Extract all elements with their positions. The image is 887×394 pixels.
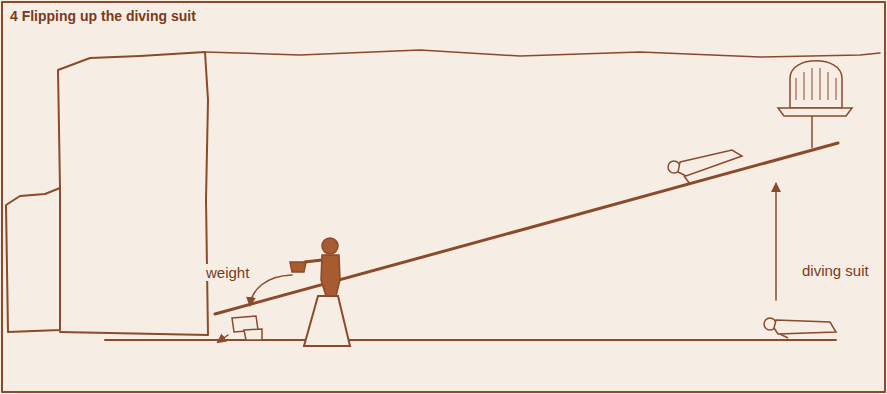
part-label: weight	[204, 264, 251, 281]
diving-suit-lifted	[668, 150, 742, 184]
pour-arrow	[250, 275, 292, 305]
ice-cliff	[58, 52, 208, 335]
figure-title: 4 Flipping up the diving suit	[10, 8, 196, 24]
ice-block	[6, 188, 60, 332]
lever	[215, 143, 838, 314]
plank	[105, 339, 836, 341]
weight-sacks	[232, 316, 262, 340]
man-figure	[290, 238, 340, 296]
diving-bell	[778, 61, 852, 148]
lift-arrow	[775, 184, 777, 300]
ice-edge	[205, 50, 880, 57]
part-label: diving suit	[800, 262, 871, 279]
fall-arrow	[218, 335, 228, 342]
diving-suit	[764, 318, 836, 338]
fulcrum	[304, 296, 350, 346]
